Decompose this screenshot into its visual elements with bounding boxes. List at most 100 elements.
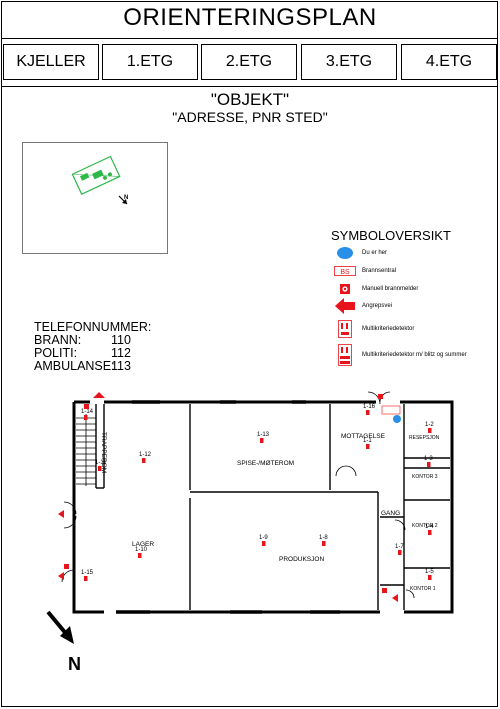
phone-row: POLITI:112 xyxy=(34,347,151,360)
divider xyxy=(1,86,498,87)
multi-detector-icon xyxy=(428,530,432,535)
detector-marker: 1-8 xyxy=(319,535,328,546)
legend-label: Manuell brannmelder xyxy=(362,286,419,292)
detector-label: 1-4 xyxy=(425,524,434,530)
detector-label: 1-9 xyxy=(259,535,268,541)
detector-label: 1-5 xyxy=(425,569,434,575)
fire-panel-icon: BS xyxy=(334,266,356,276)
multi-detector-icon xyxy=(428,575,432,580)
fire-panel-icon xyxy=(381,405,401,415)
attack-route-arrow-icon xyxy=(93,392,105,398)
svg-text:N: N xyxy=(124,195,128,201)
room-label-kontor3: KONTOR 3 xyxy=(412,474,438,480)
manual-call-points xyxy=(64,394,387,593)
multi-detector-icon xyxy=(98,466,102,471)
phone-row: AMBULANSE:113 xyxy=(34,360,151,373)
phone-list: TELEFONNUMMER: BRANN: 110 POLITI:112 AMBU… xyxy=(34,321,151,373)
inner-walls xyxy=(95,404,450,610)
phone-number: 112 xyxy=(111,346,131,360)
you-are-here-marker xyxy=(393,415,401,423)
tab-1-etg[interactable]: 1.ETG xyxy=(102,44,198,80)
windows xyxy=(116,400,340,614)
manual-call-point-icon xyxy=(378,394,383,399)
detector-label: 1-10 xyxy=(135,547,148,553)
legend-label: Multikriteriedetektor m/ blitz og summer xyxy=(362,352,467,358)
north-label: N xyxy=(68,654,81,674)
detector-label: 1-15 xyxy=(81,570,94,576)
detector-label: 1-3 xyxy=(424,456,433,462)
fire-panel-marker xyxy=(381,405,401,415)
legend-label: Angrepsvei xyxy=(362,303,393,309)
detector-marker: 1-2 xyxy=(425,422,434,433)
tab-kjeller[interactable]: KJELLER xyxy=(3,44,99,80)
detector-marker: 1-11 xyxy=(95,460,107,471)
room-label-kontor2: KONTOR 2 xyxy=(412,523,438,529)
legend-label: Du er her xyxy=(362,250,388,256)
multi-detector-icon xyxy=(338,320,352,338)
tab-3-etg[interactable]: 3.ETG xyxy=(301,44,397,80)
detector-label: 1-13 xyxy=(257,432,270,438)
phone-row: BRANN: 110 xyxy=(34,334,151,347)
room-label-kontor1: KONTOR 1 xyxy=(410,586,436,592)
phone-label: BRANN: xyxy=(34,333,82,347)
detector-marker: 1-16 xyxy=(363,404,376,415)
multi-detector-icon xyxy=(84,576,88,581)
attack-route-arrow-icon xyxy=(58,572,64,580)
tab-2-etg[interactable]: 2.ETG xyxy=(201,44,297,80)
detector-marker: 1-7 xyxy=(395,544,404,555)
detector-label: 1-2 xyxy=(425,422,434,428)
detector-marker: 1-9 xyxy=(259,535,268,546)
detector-marker: 1-14 xyxy=(81,409,94,420)
object-address: "ADRESSE, PNR STED" xyxy=(172,109,328,125)
manual-call-point-icon xyxy=(382,588,387,593)
legend-title: SYMBOLOVERSIKT xyxy=(331,228,451,243)
detector-marker: 1-3 xyxy=(424,456,433,467)
multi-detector-icon xyxy=(260,438,264,443)
detector-marker: 1-1 xyxy=(363,438,372,449)
phone-label: AMBULANSE: xyxy=(34,359,115,373)
phone-number: 113 xyxy=(111,359,131,373)
detector-marker: 1-13 xyxy=(257,432,270,443)
site-minimap[interactable]: N xyxy=(22,142,168,254)
legend-item: Multikriteriedetektor xyxy=(334,320,414,338)
detector-label: 1-8 xyxy=(319,535,328,541)
detector-label: 1-11 xyxy=(95,460,107,466)
legend-item: Du er her xyxy=(334,246,387,260)
multi-detector-icon xyxy=(428,428,432,433)
multi-detector-icon xyxy=(262,541,266,546)
multi-detector-icon xyxy=(366,444,370,449)
north-arrow-icon xyxy=(46,610,74,644)
you-are-here-icon xyxy=(393,415,401,423)
detector-marker: 1-12 xyxy=(139,452,152,463)
multi-detector-icon xyxy=(427,462,431,467)
svg-text:BS: BS xyxy=(340,269,350,276)
detector-marker: 1-15 xyxy=(81,570,94,581)
detector-label: 1-16 xyxy=(363,404,376,410)
detector-label: 1-7 xyxy=(395,544,404,550)
detector-label: 1-14 xyxy=(81,409,94,415)
detector-marker: 1-10 xyxy=(135,547,148,558)
legend-item: Manuell brannmelder xyxy=(334,283,418,295)
object-name: "OBJEKT" xyxy=(210,90,290,109)
room-label-mottagelse: MOTTAGELSE xyxy=(341,433,386,440)
attack-route-arrow-icon xyxy=(335,298,355,314)
multi-detector-icon xyxy=(84,415,88,420)
manual-call-point-icon xyxy=(340,284,350,294)
detector-marker: 1-5 xyxy=(425,569,434,580)
multi-detector-icon xyxy=(398,550,402,555)
detectors-layer: 1-1 1-2 1-3 1-4 1-5 1-7 1-8 1-9 1-10 1-11 1-12 1-13… xyxy=(81,404,434,581)
legend-label: Multikriteriedetektor xyxy=(362,326,415,332)
manual-call-point-icon xyxy=(84,404,89,409)
legend-item: Angrepsvei xyxy=(334,298,392,314)
manual-call-point-icon xyxy=(64,564,69,569)
attack-route-arrow-icon xyxy=(58,510,64,518)
doors xyxy=(61,391,415,599)
minimap-building xyxy=(71,155,121,195)
phone-title: TELEFONNUMMER: xyxy=(34,320,152,334)
tab-4-etg[interactable]: 4.ETG xyxy=(401,44,497,80)
phone-number: 110 xyxy=(111,333,131,347)
detector-label: 1-12 xyxy=(139,452,152,458)
room-labels: TRAPPEROM LAGER SPISE-/MØTEROM MOTTAGELS… xyxy=(100,432,440,592)
legend-item: Multikriteriedetektor m/ blitz og summer xyxy=(334,344,467,366)
